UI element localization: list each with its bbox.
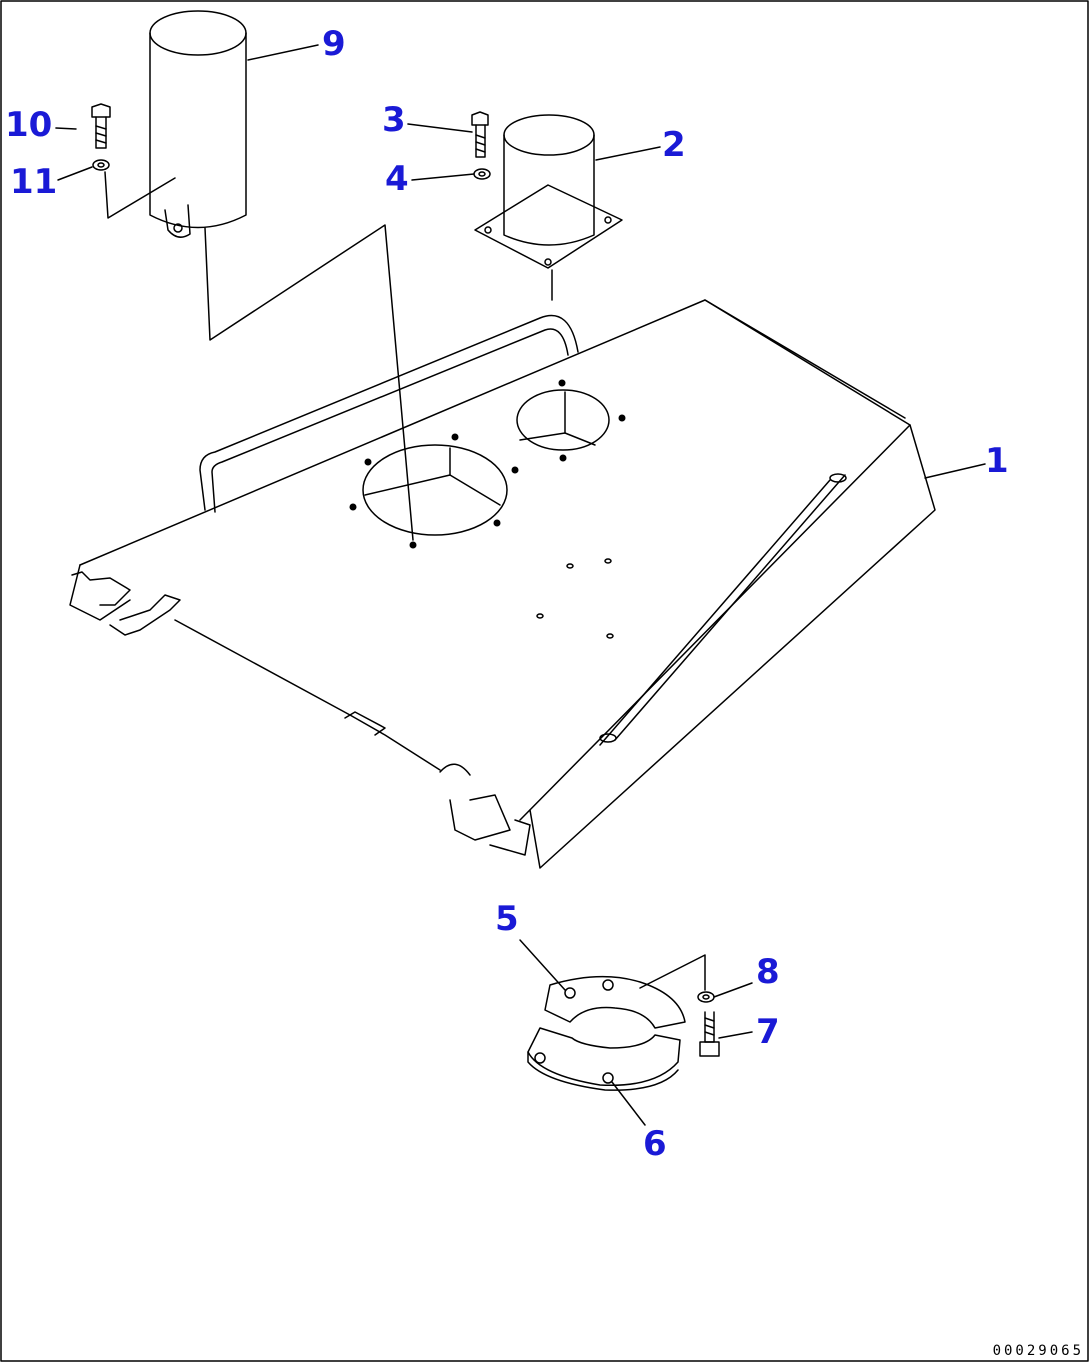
callout-6: 6	[643, 1124, 667, 1164]
callout-7: 7	[756, 1012, 780, 1052]
part-4-washer-upper	[473, 168, 491, 180]
callout-8: 8	[756, 952, 780, 992]
part-2-short-tube	[474, 114, 623, 269]
callout-9: 9	[322, 24, 346, 64]
figure-id: 00029065	[992, 1343, 1084, 1359]
callout-5: 5	[495, 899, 519, 939]
part-6-ring-half-lower	[527, 1027, 681, 1091]
part-5-ring-half-upper	[544, 975, 686, 1029]
callout-10: 10	[5, 105, 53, 145]
assembly-lines	[104, 171, 706, 991]
part-7-bolt-lower	[699, 1011, 720, 1057]
part-10-bolt-left	[91, 103, 111, 149]
callout-11: 11	[10, 162, 58, 202]
callout-leaders	[55, 44, 986, 1126]
part-9-tall-tube	[149, 10, 247, 238]
callout-3: 3	[382, 100, 406, 140]
callout-2: 2	[662, 125, 686, 165]
part-11-washer-left	[92, 159, 110, 171]
callout-1: 1	[985, 441, 1009, 481]
part-8-washer-lower	[697, 991, 715, 1003]
part-1-cover-plate	[69, 299, 936, 869]
part-3-bolt-upper	[471, 111, 489, 158]
callout-4: 4	[385, 159, 409, 199]
